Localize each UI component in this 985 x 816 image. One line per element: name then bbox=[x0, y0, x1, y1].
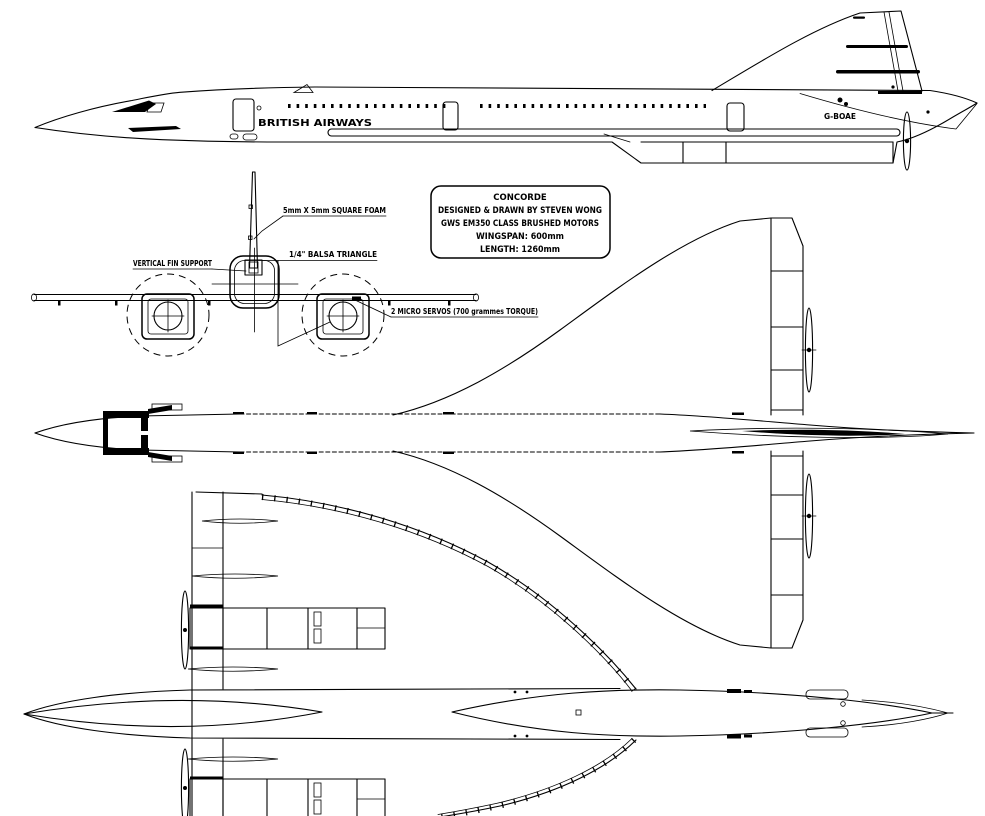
registration: G-BOAE bbox=[824, 112, 856, 121]
front-wing bbox=[30, 293, 479, 306]
top-wing-upper bbox=[392, 217, 817, 416]
airline-title: BRITISH AIRWAYS bbox=[258, 118, 372, 129]
bottom-prop-upper bbox=[180, 590, 190, 670]
top-cockpit-hatch bbox=[103, 403, 183, 463]
bottom-gear-door-1 bbox=[805, 689, 849, 700]
front-fin-mark-2 bbox=[248, 235, 253, 240]
front-prop-disc-left bbox=[126, 273, 210, 357]
side-wing-apex bbox=[292, 83, 314, 93]
front-prop-disc-right bbox=[301, 273, 385, 357]
side-cockpit-window bbox=[146, 102, 165, 113]
side-cockpit-windscreen bbox=[112, 100, 156, 112]
fin-support-block bbox=[244, 259, 263, 276]
bottom-fuselage-edges bbox=[23, 687, 621, 741]
side-gear-speck-1 bbox=[837, 97, 843, 103]
side-belly-strake bbox=[327, 128, 901, 137]
bottom-prop-lower bbox=[180, 748, 190, 816]
info-designer: DESIGNED & DRAWN BY STEVEN WONG bbox=[438, 206, 602, 216]
front-fin-mark-1 bbox=[248, 204, 253, 209]
fin-support-label: VERTICAL FIN SUPPORT bbox=[133, 259, 213, 268]
info-length: LENGTH: 1260mm bbox=[480, 245, 560, 255]
bottom-nose-inner bbox=[861, 699, 949, 728]
bottom-gear-circle-2 bbox=[840, 720, 846, 726]
front-fuselage-section bbox=[211, 247, 299, 333]
bottom-wing-upper bbox=[180, 491, 637, 816]
side-nose-chine bbox=[128, 126, 181, 132]
top-tail-lens-core bbox=[742, 429, 905, 436]
side-door-rear bbox=[726, 102, 745, 132]
balsa-triangle-label: 1/4" BALSA TRIANGLE bbox=[289, 250, 377, 259]
top-edge-ticks bbox=[233, 412, 744, 454]
top-tail-lens bbox=[689, 427, 949, 438]
info-wingspan: WINGSPAN: 600mm bbox=[476, 232, 564, 242]
front-motor-mount-right bbox=[316, 293, 370, 340]
side-vertical-fin bbox=[711, 10, 923, 94]
bottom-access-square bbox=[575, 709, 582, 716]
annotation-fin-support: VERTICAL FIN SUPPORT bbox=[132, 259, 247, 272]
annotation-balsa-triangle: 1/4" BALSA TRIANGLE bbox=[261, 250, 378, 347]
side-propeller bbox=[902, 111, 912, 171]
side-door-mid bbox=[442, 101, 459, 131]
top-view bbox=[34, 217, 975, 649]
side-door-front bbox=[232, 98, 255, 132]
side-porthole bbox=[256, 105, 262, 111]
bottom-view bbox=[23, 491, 954, 816]
top-tailcone bbox=[659, 413, 975, 453]
side-hatch-small-1 bbox=[229, 133, 239, 140]
side-view: BRITISH AIRWAYS G-BOAE bbox=[34, 10, 978, 171]
bottom-wing-lower bbox=[180, 737, 637, 816]
side-wing-root-curve bbox=[799, 93, 978, 130]
front-motor-mount-left bbox=[141, 293, 195, 340]
bottom-center-pod bbox=[451, 689, 933, 737]
top-wing-lower bbox=[392, 450, 817, 649]
annotation-servos: 2 MICRO SERVOS (700 grammes TORQUE) bbox=[354, 299, 539, 318]
info-box-border bbox=[430, 185, 611, 259]
side-speck-3 bbox=[891, 85, 895, 89]
side-fuselage-outline bbox=[34, 86, 978, 164]
info-motors: GWS EM350 CLASS BRUSHED MOTORS bbox=[441, 219, 599, 229]
side-hatch-small-2 bbox=[242, 133, 258, 141]
side-speck-4 bbox=[926, 110, 930, 114]
servos-label: 2 MICRO SERVOS (700 grammes TORQUE) bbox=[391, 307, 538, 316]
front-view: VERTICAL FIN SUPPORT 5mm X 5mm SQUARE FO… bbox=[30, 171, 539, 357]
info-box: CONCORDE DESIGNED & DRAWN BY STEVEN WONG… bbox=[430, 185, 611, 259]
square-foam-label: 5mm X 5mm SQUARE FOAM bbox=[283, 206, 386, 215]
annotation-square-foam: 5mm X 5mm SQUARE FOAM bbox=[253, 206, 387, 240]
side-engine-nacelle bbox=[603, 133, 894, 164]
bottom-gear-circle-1 bbox=[840, 701, 846, 707]
side-gear-speck-2 bbox=[844, 102, 848, 106]
bottom-gear-door-2 bbox=[805, 727, 849, 738]
bottom-left-panel-lens bbox=[23, 699, 323, 728]
front-fin-blade bbox=[248, 171, 259, 269]
info-title: CONCORDE bbox=[493, 193, 547, 203]
top-fuselage-nose bbox=[34, 413, 241, 453]
